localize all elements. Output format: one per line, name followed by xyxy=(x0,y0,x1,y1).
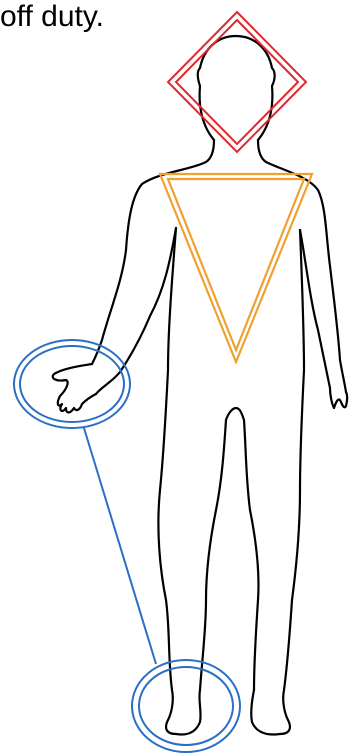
right-hand xyxy=(330,388,347,408)
left-leg-inner xyxy=(200,408,236,690)
hand-foot-markers xyxy=(14,340,240,752)
foot-circle-outer xyxy=(132,660,240,752)
left-inner-arm xyxy=(96,228,176,394)
hand-circle-outer xyxy=(14,340,130,428)
left-hand xyxy=(53,364,96,413)
hand-foot-connector xyxy=(84,428,156,664)
head-diamond-marker xyxy=(168,12,306,152)
left-leg-outer xyxy=(158,228,200,735)
body-outline xyxy=(53,36,347,735)
torso-triangle-marker xyxy=(160,174,312,362)
right-leg-inner xyxy=(236,408,259,690)
